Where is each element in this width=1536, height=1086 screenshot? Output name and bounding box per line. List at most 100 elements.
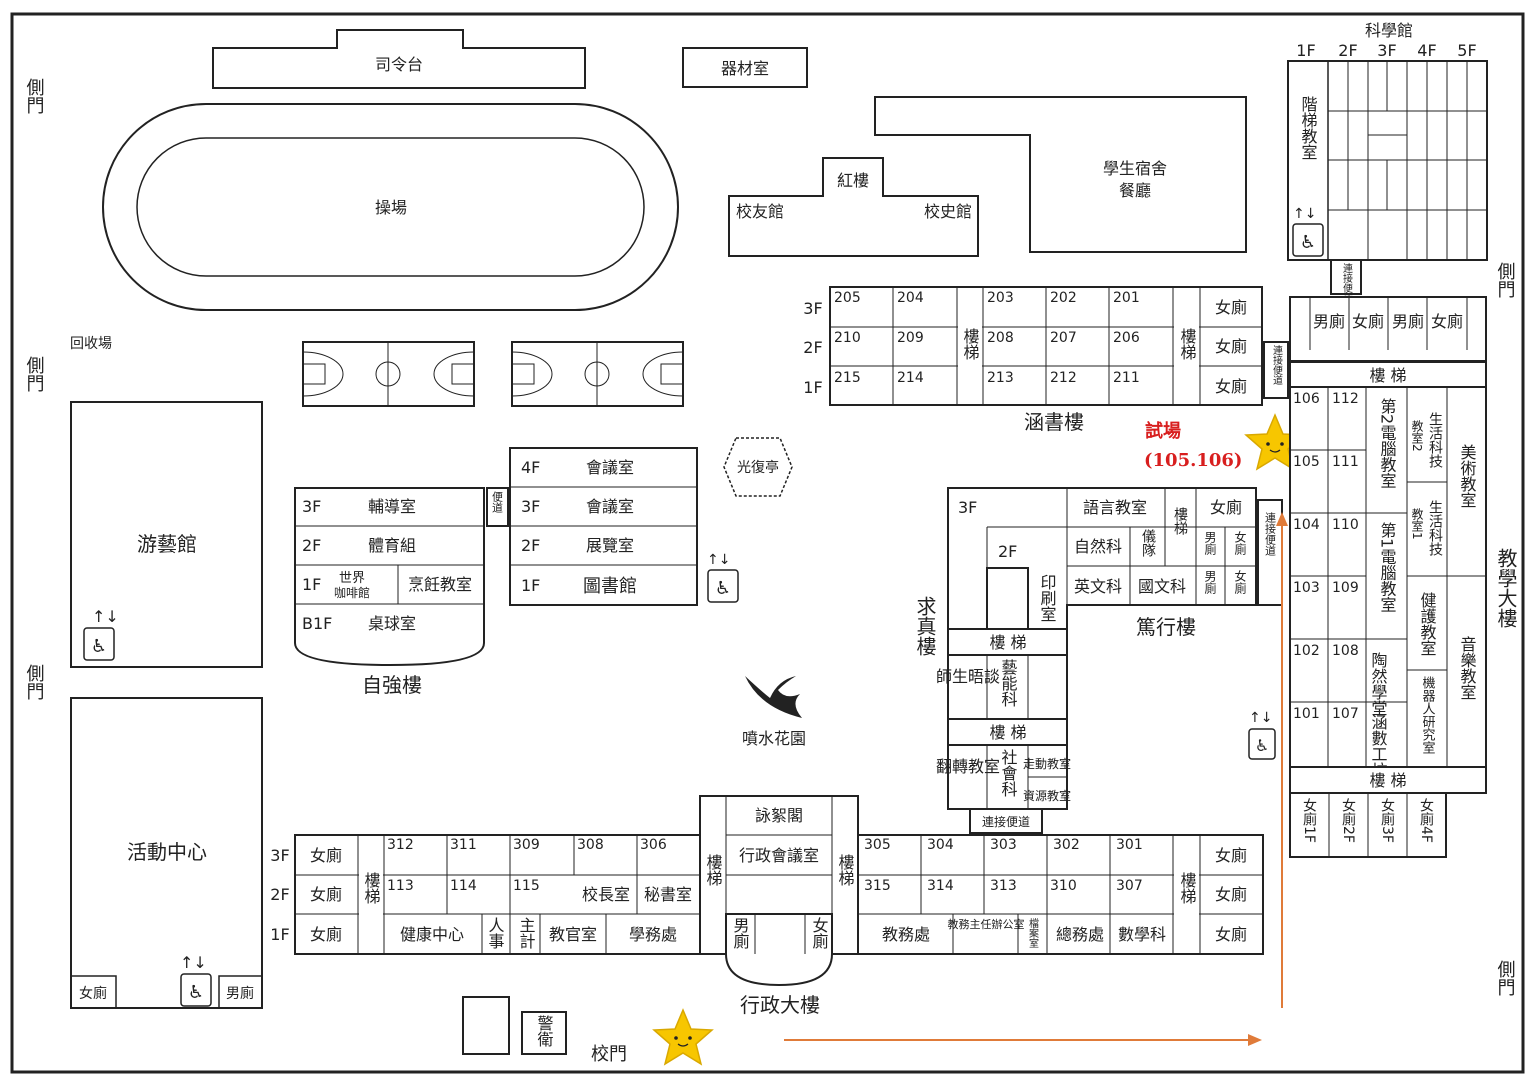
stairs-label: 樓梯: [1172, 507, 1188, 536]
pavilion[interactable]: 光復亭: [723, 437, 793, 497]
route-path: [784, 512, 1288, 1046]
pavilion-label: 光復亭: [737, 459, 779, 476]
music-classroom: 音樂教室: [1458, 636, 1477, 700]
room-108: 108: [1332, 643, 1359, 659]
teaching-building[interactable]: 男廁 女廁 男廁 女廁 樓 梯 106 112 105 111 104 110 …: [1248, 296, 1518, 858]
wheelchair-icon: ♿: [91, 636, 107, 657]
science-dept: 自然科: [1074, 537, 1122, 556]
female-restroom: 女廁: [1352, 312, 1384, 331]
room-309: 309: [513, 837, 540, 853]
floor-label: 5F: [1457, 41, 1476, 60]
dorm-label: 學生宿舍: [1103, 159, 1167, 178]
dormitory[interactable]: 學生宿舍 餐廳: [874, 96, 1247, 253]
female-restroom: 女廁: [310, 885, 342, 904]
floor-label: 2F: [803, 338, 822, 357]
room-306: 306: [640, 837, 667, 853]
gym-building[interactable]: 游藝館 ↑↓ ♿: [70, 401, 263, 668]
accessibility-icon: [1292, 223, 1324, 257]
bird-sculpture-icon: [745, 676, 802, 718]
platform[interactable]: 司令台: [212, 29, 586, 89]
fountain-garden[interactable]: 噴水花園: [742, 676, 806, 748]
room-209: 209: [897, 330, 924, 346]
stairs-label: 樓梯: [961, 328, 980, 360]
elevator-arrows-icon: ↑↓: [707, 552, 730, 568]
floor-label: 2F: [270, 885, 289, 904]
side-gate-label: 側門: [24, 356, 45, 392]
health-center: 健康中心: [400, 925, 464, 944]
fountain-label: 噴水花園: [742, 729, 806, 748]
qiuzhen-building[interactable]: 樓 梯 師生晤談 藝能科 樓 梯 翻轉教室 社會科 走動教室 資源教室 連接便道…: [913, 596, 1071, 834]
room-212: 212: [1050, 370, 1077, 386]
guard-booth[interactable]: 警衛: [521, 1011, 567, 1055]
math-workshop: 涵數工坊: [1369, 714, 1388, 779]
room-102: 102: [1293, 643, 1320, 659]
red-building[interactable]: 紅樓 校友館 校史館: [728, 157, 979, 257]
equipment-room[interactable]: 器材室: [682, 47, 808, 88]
mobile-classroom: 走動教室: [1023, 756, 1071, 771]
science-building-label: 科學館: [1365, 21, 1413, 40]
side-gate-label: 側門: [1495, 262, 1516, 298]
floor-label: 4F: [521, 458, 540, 477]
elevator-arrows-icon: ↑↓: [92, 607, 119, 626]
classroom-1: 教室1: [1410, 507, 1424, 540]
room-213: 213: [987, 370, 1014, 386]
male-restroom: 男廁: [1203, 570, 1217, 595]
duxing-building[interactable]: 3F 2F 語言教室 自然科 儀隊 英文科 國文科 印刷室 樓梯 女廁 男廁 女…: [947, 487, 1257, 639]
room-104: 104: [1293, 517, 1320, 533]
accounting-office: 主計: [517, 917, 536, 949]
stairs-label: 樓梯: [1178, 872, 1197, 904]
guard-label: 警衛: [535, 1015, 554, 1047]
male-restroom: 男廁: [1313, 312, 1345, 331]
main-gate-label: 校門: [591, 1044, 627, 1065]
basketball-court[interactable]: [302, 341, 475, 407]
floor-label: 2F: [302, 536, 321, 555]
lecture-hall-label: 階梯教室: [1299, 96, 1318, 160]
recycle-area-label: 回收場: [70, 336, 112, 352]
admin-building[interactable]: 3F 2F 1F 女廁 女廁 女廁 樓梯 312 311 309 308 306…: [270, 795, 1264, 1017]
room-304: 304: [927, 837, 954, 853]
room-205: 205: [834, 290, 861, 306]
stairs-label: 樓 梯: [1369, 366, 1406, 385]
teaching-building-label: 教學大樓: [1494, 548, 1518, 628]
science-building[interactable]: 科學館 1F 2F 3F 4F 5F 階梯教室 ↑↓ ♿ 連接便道: [1287, 21, 1488, 303]
stairs-label: 樓 梯: [1369, 771, 1406, 790]
floor-label: 2F: [521, 536, 540, 555]
sports-field[interactable]: 操場: [102, 103, 679, 311]
wheelchair-icon: ♿: [1255, 736, 1269, 755]
female-restroom: 女廁: [79, 985, 107, 1002]
room-307: 307: [1116, 878, 1143, 894]
female-restroom: 女廁: [1215, 377, 1247, 396]
room-208: 208: [987, 330, 1014, 346]
stairs-label: 樓 梯: [989, 723, 1026, 742]
admin-building-label: 行政大樓: [740, 993, 820, 1017]
male-restroom: 男廁: [731, 917, 750, 950]
female-restroom: 女廁: [810, 916, 829, 950]
stairs-label: 樓梯: [362, 872, 381, 904]
male-restroom: 男廁: [1392, 312, 1424, 331]
table-tennis-room: 桌球室: [368, 614, 416, 633]
social-dept: 社會科: [999, 749, 1018, 797]
activity-center[interactable]: 活動中心 女廁 男廁 ↑↓ ♿: [70, 697, 263, 1009]
side-gate-label: 側門: [24, 664, 45, 700]
hanshu-building[interactable]: 3F 2F 1F 205 204 203 202 201 210 209 208…: [803, 286, 1263, 434]
dining-hall-label: 餐廳: [1119, 181, 1151, 200]
room-215: 215: [834, 370, 861, 386]
yongxu-pavilion: 詠絮閣: [755, 806, 803, 825]
art-classroom: 美術教室: [1458, 444, 1477, 508]
equipment-room-label: 器材室: [721, 59, 769, 78]
floor-label: B1F: [302, 614, 332, 633]
stairs-label: 樓梯: [704, 854, 723, 886]
basketball-court[interactable]: [511, 341, 684, 407]
archive-room: 檔案室: [1027, 917, 1039, 948]
walkway[interactable]: [1263, 341, 1289, 399]
world-cafe: 世界: [339, 571, 365, 586]
walkway[interactable]: [486, 487, 509, 527]
female-restroom: 女廁: [310, 846, 342, 865]
room-106: 106: [1293, 391, 1320, 407]
language-classroom: 語言教室: [1083, 498, 1147, 517]
room-207: 207: [1050, 330, 1077, 346]
zhiqiang-building[interactable]: 3F 2F 1F B1F 輔導室 體育組 世界 咖啡館 烹飪教室 桌球室 自強樓: [294, 487, 485, 697]
library-building[interactable]: 4F 3F 2F 1F 會議室 會議室 展覽室 圖書館 ↑↓ ♿: [509, 447, 739, 606]
exam-label: 試場: [1145, 420, 1181, 442]
